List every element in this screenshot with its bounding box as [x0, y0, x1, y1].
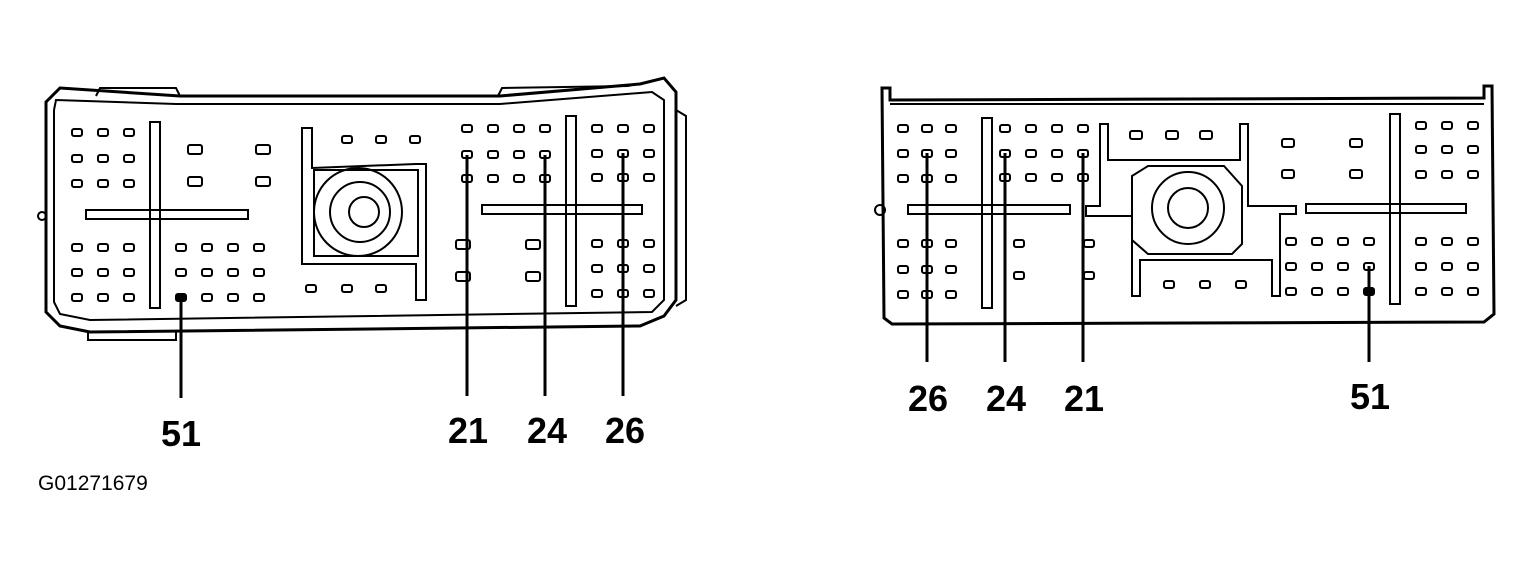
left-pin-label-26: 26	[605, 410, 645, 451]
right-connector-housing	[880, 84, 1496, 326]
left-pin-label-51: 51	[161, 413, 201, 454]
right-pin-block-b	[999, 124, 1247, 289]
right-pin-block-a	[897, 124, 957, 299]
right-pin-label-51: 51	[1350, 376, 1390, 417]
left-pin-block-b	[187, 135, 421, 293]
right-connector: 26 24 21 51	[874, 84, 1496, 419]
left-pin-block-c	[71, 243, 265, 302]
left-pin-label-24: 24	[527, 410, 567, 451]
left-pin-block-a	[71, 128, 135, 188]
left-connector-housing	[44, 76, 678, 334]
right-pin-block-c	[1281, 121, 1479, 296]
left-pin-label-21: 21	[448, 410, 488, 451]
right-pin-label-26: 26	[908, 378, 948, 419]
right-pin-label-21: 21	[1064, 378, 1104, 419]
right-pin-label-24: 24	[986, 378, 1026, 419]
figure-id: G01271679	[38, 472, 148, 495]
left-connector: 51 21 24 26	[37, 76, 687, 454]
